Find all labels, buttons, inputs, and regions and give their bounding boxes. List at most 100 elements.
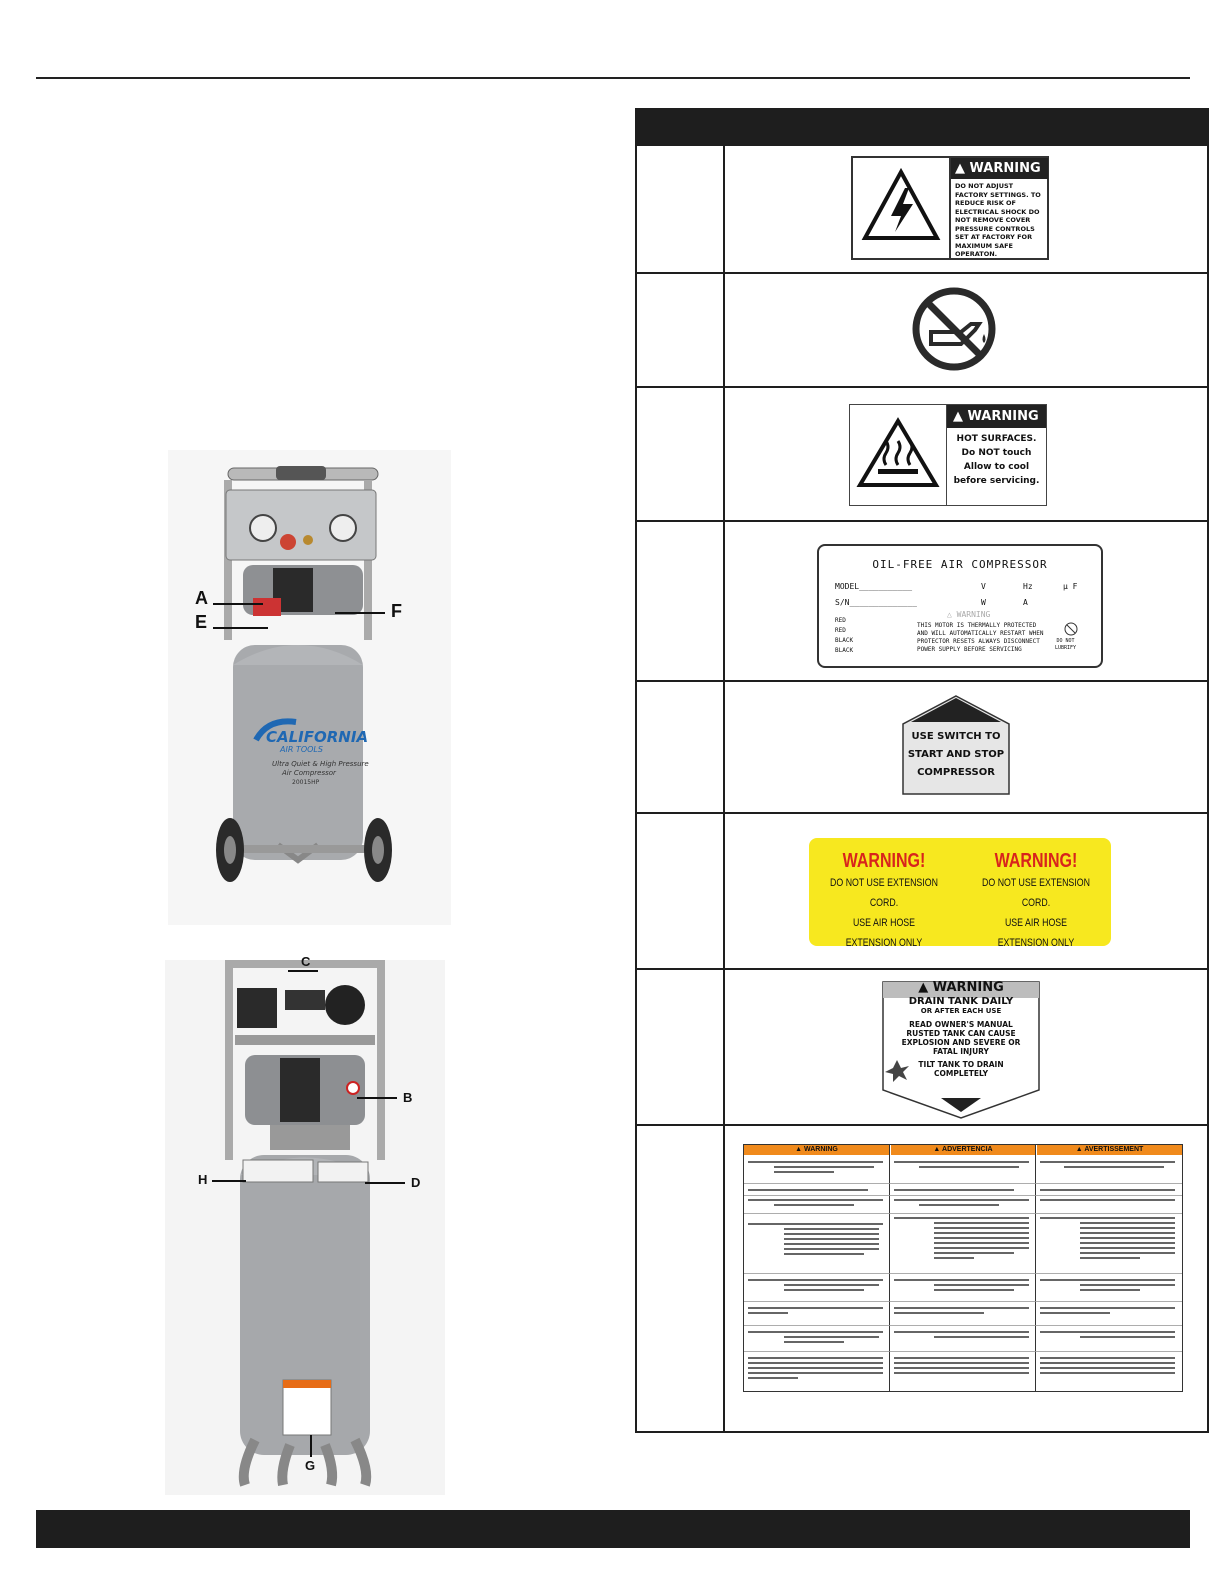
- nameplate-wires: RED RED BLACK BLACK: [835, 617, 854, 654]
- nameplate-model-label: MODEL___________: [835, 582, 913, 591]
- nameplate-uf: μ F: [1063, 582, 1078, 591]
- nameplate-a: A: [1023, 598, 1028, 607]
- extension-warning-right: WARNING!: [994, 850, 1078, 872]
- hot-line-2: Do NOT touch: [961, 448, 1032, 458]
- decal-row-pressure: ▲ WARNING DO NOT ADJUST FACTORY SETTINGS…: [637, 144, 1207, 272]
- no-oil-icon: [1064, 622, 1078, 636]
- hot-line-1: HOT SURFACES.: [956, 434, 1037, 444]
- callout-h: H: [198, 1172, 208, 1187]
- hot-line-4: before servicing.: [953, 476, 1040, 486]
- row-label: [637, 146, 725, 272]
- leader-a: [213, 603, 263, 605]
- extension-line-2-left: USE AIR HOSE: [852, 917, 916, 929]
- drain-line-6: FATAL INJURY: [933, 1047, 989, 1056]
- leader-f: [335, 612, 385, 614]
- leader-b: [357, 1097, 397, 1099]
- row-cell: USE SWITCH TO START AND STOP COMPRESSOR: [725, 682, 1207, 812]
- hot-surfaces-heading: ▲ WARNING: [947, 405, 1046, 428]
- row-label: [637, 970, 725, 1124]
- leader-d: [365, 1182, 405, 1184]
- callout-g: G: [305, 1458, 316, 1473]
- row-label: [637, 522, 725, 680]
- row-cell: ▲ WARNING DRAIN TANK DAILY OR AFTER EACH…: [725, 970, 1207, 1124]
- warning-triangle-icon: ▲: [955, 161, 970, 176]
- drain-line-5: EXPLOSION AND SEVERE OR: [901, 1038, 1021, 1047]
- pressure-warning-heading: ▲ WARNING: [951, 158, 1048, 179]
- compressor-front-photo: CALIFORNIA AIR TOOLS Ultra Quiet & High …: [168, 450, 451, 925]
- nameplate-v: V: [981, 582, 986, 591]
- svg-text:20015HP: 20015HP: [292, 779, 320, 786]
- svg-text:AIR TOOLS: AIR TOOLS: [279, 745, 323, 754]
- decal-row-drain-tank: ▲ WARNING DRAIN TANK DAILY OR AFTER EACH…: [637, 968, 1207, 1124]
- row-cell: ▲ WARNING ▲ ADVERTENCIA ▲ AVERTISSEMENT: [725, 1126, 1207, 1431]
- hot-surfaces-decal: ▲ WARNING HOT SURFACES. Do NOT touch All…: [849, 404, 1047, 506]
- decal-row-multilingual-warning: ▲ WARNING ▲ ADVERTENCIA ▲ AVERTISSEMENT: [637, 1124, 1207, 1431]
- decal-row-nameplate: OIL-FREE AIR COMPRESSOR MODEL___________…: [637, 520, 1207, 680]
- no-oil-icon: [912, 287, 996, 371]
- warning-triangle-icon: △: [947, 610, 957, 619]
- extension-line-1-right: DO NOT USE EXTENSION CORD.: [982, 877, 1090, 909]
- callout-e: E: [195, 612, 208, 632]
- callout-d: D: [411, 1175, 421, 1190]
- avertissement-column-heading: ▲ AVERTISSEMENT: [1037, 1145, 1182, 1155]
- drain-line-8: COMPLETELY: [933, 1069, 989, 1078]
- row-label: [637, 388, 725, 520]
- decal-table: ▲ WARNING DO NOT ADJUST FACTORY SETTINGS…: [635, 108, 1209, 1433]
- hot-line-3: Allow to cool: [963, 462, 1030, 472]
- warning-triangle-icon: ▲: [933, 1146, 943, 1153]
- nameplate-motor-text: THIS MOTOR IS THERMALLY PROTECTED AND WI…: [917, 622, 1044, 653]
- decal-row-hot-surfaces: ▲ WARNING HOT SURFACES. Do NOT touch All…: [637, 386, 1207, 520]
- multilingual-warning-decal: ▲ WARNING ▲ ADVERTENCIA ▲ AVERTISSEMENT: [743, 1144, 1183, 1392]
- electrical-shock-icon: [861, 167, 941, 240]
- callout-c: C: [301, 954, 311, 969]
- extension-line-3-right: EXTENSION ONLY: [997, 937, 1075, 949]
- row-cell: OIL-FREE AIR COMPRESSOR MODEL___________…: [725, 522, 1207, 680]
- row-cell: ▲ WARNING HOT SURFACES. Do NOT touch All…: [725, 388, 1207, 520]
- leader-c: [288, 970, 318, 972]
- warning-column-heading: ▲ WARNING: [744, 1145, 889, 1155]
- decal-row-no-oil: [637, 272, 1207, 386]
- warning-triangle-icon: ▲: [953, 409, 968, 424]
- nameplate-decal: OIL-FREE AIR COMPRESSOR MODEL___________…: [817, 544, 1103, 668]
- drain-line-3: READ OWNER'S MANUAL: [909, 1020, 1013, 1029]
- decal-row-switch: USE SWITCH TO START AND STOP COMPRESSOR: [637, 680, 1207, 812]
- drain-warning-heading: ▲ WARNING: [918, 980, 1004, 995]
- compressor-rear-photo: [165, 960, 445, 1495]
- advertencia-column-heading: ▲ ADVERTENCIA: [891, 1145, 1035, 1155]
- svg-text:Ultra Quiet & High Pressure: Ultra Quiet & High Pressure: [272, 760, 369, 768]
- extension-warning-left: WARNING!: [842, 850, 926, 872]
- nameplate-title: OIL-FREE AIR COMPRESSOR: [872, 558, 1048, 571]
- svg-text:Air Compressor: Air Compressor: [281, 769, 337, 777]
- row-cell: ▲ WARNING DO NOT ADJUST FACTORY SETTINGS…: [725, 146, 1207, 272]
- extension-line-1-left: DO NOT USE EXTENSION CORD.: [830, 877, 938, 909]
- top-rule: [36, 77, 1190, 79]
- drain-line-7: TILT TANK TO DRAIN: [918, 1060, 1004, 1069]
- warning-triangle-icon: ▲: [918, 980, 933, 995]
- row-cell: [725, 274, 1207, 386]
- switch-decal-shape: [902, 695, 1010, 795]
- row-cell: WARNING! DO NOT USE EXTENSION CORD. USE …: [725, 814, 1207, 968]
- multilingual-warning-fine-print: [744, 1161, 1182, 1379]
- pressure-warning-decal: ▲ WARNING DO NOT ADJUST FACTORY SETTINGS…: [851, 156, 1049, 260]
- drain-line-1: DRAIN TANK DAILY: [908, 996, 1014, 1007]
- drain-line-4: RUSTED TANK CAN CAUSE: [906, 1029, 1016, 1038]
- row-label: [637, 814, 725, 968]
- drain-tank-decal-shape: [882, 981, 1040, 1119]
- decal-table-header: [637, 110, 1207, 144]
- extension-line-2-right: USE AIR HOSE: [1004, 917, 1068, 929]
- nameplate-sn-label: S/N______________: [835, 598, 917, 607]
- nameplate-hz: Hz: [1023, 582, 1033, 591]
- callout-b: B: [403, 1090, 413, 1105]
- row-label: [637, 274, 725, 386]
- nameplate-lubricate: DO NOT LUBRIFY: [1055, 638, 1077, 651]
- leader-g: [310, 1435, 312, 1457]
- extension-cord-decal: WARNING! DO NOT USE EXTENSION CORD. USE …: [809, 838, 1111, 949]
- row-label: [637, 682, 725, 812]
- leader-h: [212, 1180, 246, 1182]
- warning-triangle-icon: ▲: [795, 1146, 805, 1153]
- leader-e: [213, 627, 268, 629]
- compressor-front-illustration: CALIFORNIA AIR TOOLS Ultra Quiet & High …: [216, 466, 392, 882]
- nameplate-warning: △ WARNING: [947, 610, 991, 619]
- callout-a: A: [195, 588, 208, 608]
- drain-line-2: OR AFTER EACH USE: [920, 1007, 1002, 1015]
